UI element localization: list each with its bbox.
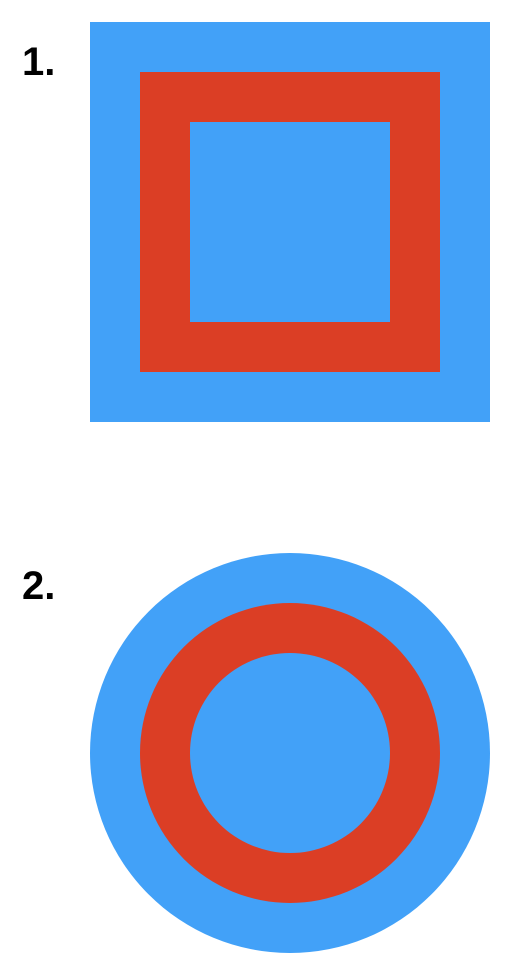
outer-blue-circle [90, 553, 490, 953]
red-square-ring [140, 72, 440, 372]
red-circle-ring [140, 603, 440, 903]
inner-blue-square [190, 122, 390, 322]
outer-blue-square [90, 22, 490, 422]
inner-blue-circle [190, 653, 390, 853]
figure-2-label: 2. [22, 564, 56, 608]
figure-1-label: 1. [22, 40, 56, 84]
